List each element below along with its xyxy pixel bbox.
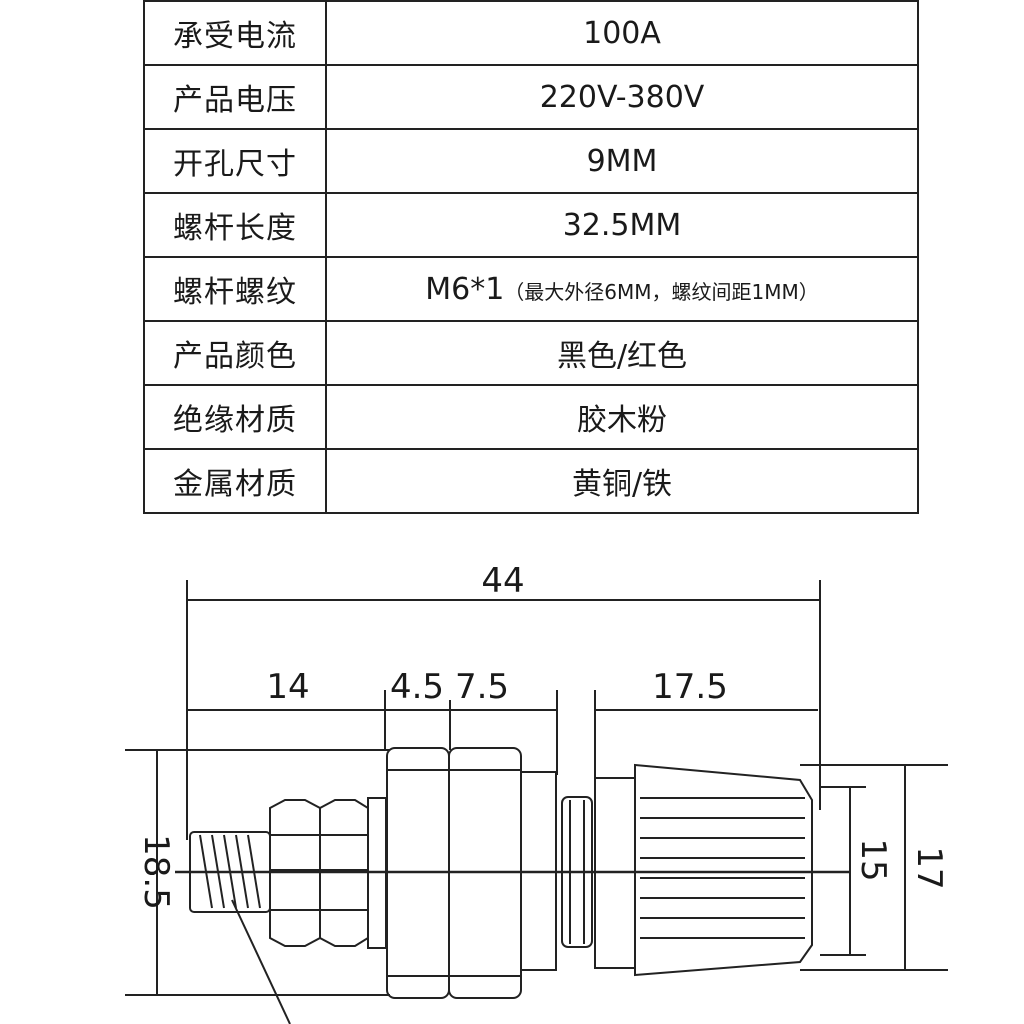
spec-label: 承受电流 (142, 0, 328, 66)
leader-line (231, 899, 291, 1024)
spec-row-voltage: 产品电压 220V-380V (142, 64, 919, 130)
spec-label: 开孔尺寸 (142, 128, 328, 194)
spec-row-color: 产品颜色 黑色/红色 (142, 320, 919, 386)
spec-value: 黑色/红色 (325, 320, 919, 386)
spec-table: 承受电流 100A 产品电压 220V-380V 开孔尺寸 9MM 螺杆长度 3… (142, 0, 919, 514)
spec-row-thread: 螺杆螺纹 M6*1（最大外径6MM，螺纹间距1MM） (142, 256, 919, 322)
terminal-dimension-drawing: 44 14 4.5 7.5 17.5 18.5 15 17 (125, 561, 949, 1024)
spec-row-insulation: 绝缘材质 胶木粉 (142, 384, 919, 450)
dim-label-flange-b: 7.5 (455, 667, 509, 707)
spec-label: 螺杆螺纹 (142, 256, 328, 322)
dim-label-height: 18.5 (136, 834, 176, 910)
spec-label: 螺杆长度 (142, 192, 328, 258)
dim-label-cap-outer: 17 (909, 846, 949, 889)
spec-row-hole-size: 开孔尺寸 9MM (142, 128, 919, 194)
spec-label: 金属材质 (142, 448, 328, 514)
spec-value: 胶木粉 (325, 384, 919, 450)
spec-value: 100A (325, 0, 919, 66)
spec-label: 绝缘材质 (142, 384, 328, 450)
thread-note: （最大外径6MM，螺纹间距1MM） (504, 279, 819, 304)
spec-value: 220V-380V (325, 64, 919, 130)
spec-row-screw-length: 螺杆长度 32.5MM (142, 192, 919, 258)
spec-label: 产品颜色 (142, 320, 328, 386)
spec-label: 产品电压 (142, 64, 328, 130)
spec-value: 9MM (325, 128, 919, 194)
dim-label-total: 44 (481, 561, 524, 601)
dim-label-flange-a: 4.5 (390, 667, 444, 707)
spec-value: 黄铜/铁 (325, 448, 919, 514)
spec-row-metal: 金属材质 黄铜/铁 (142, 448, 919, 514)
dim-label-cap-inner: 15 (853, 838, 893, 881)
spec-value: M6*1（最大外径6MM，螺纹间距1MM） (325, 256, 919, 322)
spec-row-current: 承受电流 100A (142, 0, 919, 66)
spec-value: 32.5MM (325, 192, 919, 258)
thread-value: M6*1 (425, 271, 505, 307)
dim-label-cap: 17.5 (652, 667, 728, 707)
dim-label-thread: 14 (266, 667, 309, 707)
knurled-cap (594, 763, 813, 977)
